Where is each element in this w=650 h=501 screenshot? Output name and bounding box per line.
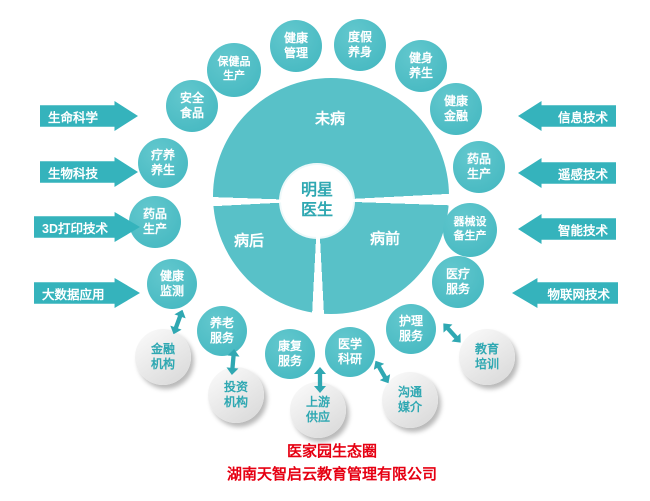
double-arrow-icon <box>314 367 326 393</box>
partner-node-communication-media: 沟通 媒介 <box>382 372 438 428</box>
sector-label-pre-onset: 未病 <box>314 110 346 128</box>
partner-node-investment-institution: 投资 机构 <box>208 367 264 423</box>
diagram-title: 医家园生态圈 <box>286 443 377 460</box>
company-name: 湖南天智启云教育管理有限公司 <box>226 465 437 483</box>
teal-node-drug-production-right: 药品 生产 <box>453 141 505 193</box>
teal-node-health-management: 健康 管理 <box>270 20 322 72</box>
tech-arrow-life-science: 生命科学 <box>40 101 138 131</box>
tech-arrow-big-data: 大数据应用 <box>34 278 140 308</box>
sector-label-post-illness: 病后 <box>233 232 265 250</box>
tech-arrow-3d-printing: 3D打印技术 <box>34 212 140 242</box>
tech-arrow-remote-sensing: 遥感技术 <box>518 158 616 188</box>
teal-node-elderly-care: 养老 服务 <box>197 306 247 356</box>
footer: 医家园生态圈 湖南天智启云教育管理有限公司 <box>14 441 650 486</box>
teal-node-health-finance: 健康 金融 <box>430 83 482 135</box>
teal-node-health-monitoring: 健康 监测 <box>147 259 197 309</box>
tech-arrow-iot: 物联网技术 <box>512 278 618 308</box>
tech-arrow-intelligent-technology: 智能技术 <box>518 214 616 244</box>
teal-node-rehabilitation: 康复 服务 <box>265 329 315 379</box>
partner-node-upstream-supply: 上游 供应 <box>290 382 346 438</box>
teal-node-medical-service: 医疗 服务 <box>432 256 484 308</box>
teal-node-medical-research: 医学 科研 <box>325 327 375 377</box>
main-pie-circle: 未病 病后 病前 明星 医生 <box>213 78 449 314</box>
partner-node-education-training: 教育 培训 <box>459 329 515 385</box>
teal-node-vacation-wellness: 度假 养身 <box>334 19 386 71</box>
center-star-doctor: 明星 医生 <box>281 165 353 237</box>
partner-node-financial-institution: 金融 机构 <box>135 329 191 385</box>
double-arrow-icon <box>439 319 465 346</box>
teal-node-fitness-wellness: 健身 养生 <box>395 40 447 92</box>
teal-node-recuperation: 疗养 养生 <box>138 138 188 188</box>
tech-arrow-information-technology: 信息技术 <box>518 101 616 131</box>
teal-node-health-product-production: 保健品 生产 <box>207 43 261 97</box>
teal-node-nursing-service: 护理 服务 <box>386 304 436 354</box>
tech-arrow-biotech: 生物科技 <box>40 157 138 187</box>
teal-node-equipment-production: 器械设 备生产 <box>443 203 497 257</box>
teal-node-drug-production-left: 药品 生产 <box>129 196 181 248</box>
sector-label-pre-illness: 病前 <box>369 230 401 248</box>
teal-node-safe-food: 安全 食品 <box>166 80 218 132</box>
